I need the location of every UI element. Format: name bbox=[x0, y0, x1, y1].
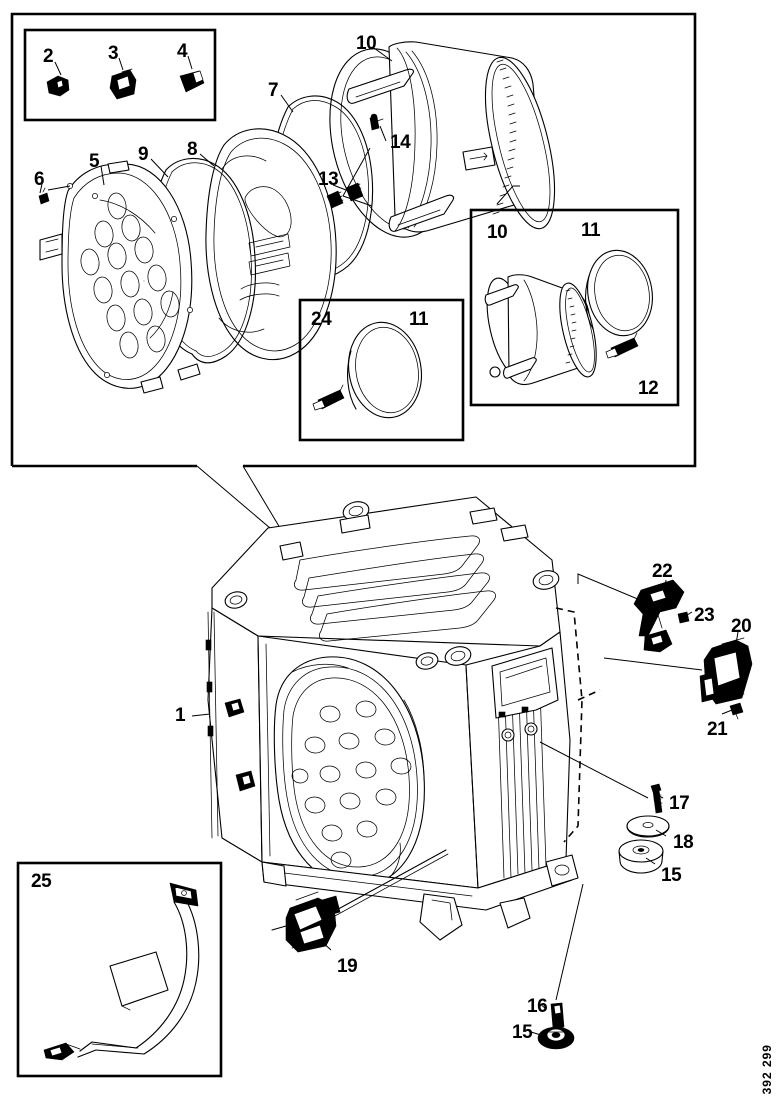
callout-20: 20 bbox=[731, 616, 752, 637]
sheet-reference-number: 392 299 bbox=[760, 1043, 774, 1094]
part-3-clip bbox=[109, 68, 137, 100]
top-mount-eyes bbox=[224, 501, 560, 670]
callout-10-inset: 10 bbox=[487, 222, 508, 243]
part-25-hose-assembly bbox=[43, 882, 200, 1061]
callout-14: 14 bbox=[390, 132, 411, 153]
callout-15-upper: 15 bbox=[661, 865, 682, 886]
part-19-sensor-module bbox=[271, 891, 341, 953]
part-22-bracket bbox=[633, 579, 685, 653]
main-leaders bbox=[191, 573, 739, 1036]
part-1-housing bbox=[205, 496, 601, 941]
part-6-fastener bbox=[38, 187, 50, 205]
callout-11-inset24: 11 bbox=[409, 309, 429, 330]
part-15-rubber-mount-lower bbox=[537, 1026, 575, 1050]
top-frame-leaders bbox=[39, 47, 393, 207]
callout-23: 23 bbox=[694, 605, 715, 626]
part-14-stud bbox=[369, 113, 384, 131]
callout-8: 8 bbox=[187, 139, 198, 160]
part-8-front-bulkhead bbox=[205, 128, 337, 361]
top-assembly-frame bbox=[10, 12, 697, 468]
callout-24: 24 bbox=[311, 309, 332, 330]
callout-10: 10 bbox=[356, 33, 377, 54]
part-11-seal-ring-detail bbox=[347, 321, 422, 419]
part-20-mount-bracket bbox=[699, 637, 753, 705]
callout-2: 2 bbox=[43, 46, 54, 67]
clips-box bbox=[23, 28, 217, 122]
callout-12: 12 bbox=[638, 378, 659, 399]
callout-5: 5 bbox=[89, 151, 100, 172]
callout-11-inset: 11 bbox=[581, 220, 601, 241]
part-13-retaining-clips bbox=[326, 182, 364, 209]
part-2-clip bbox=[46, 75, 70, 97]
inset-part-11-ring bbox=[584, 249, 653, 337]
part-4-clip bbox=[179, 70, 205, 93]
part-10-drum bbox=[329, 41, 556, 238]
callout-9: 9 bbox=[138, 144, 149, 165]
rear-window bbox=[491, 647, 559, 719]
callout-13: 13 bbox=[318, 169, 339, 190]
part-21-bolt bbox=[729, 702, 744, 720]
front-clips bbox=[224, 698, 256, 792]
top-assembly-contents bbox=[23, 28, 556, 394]
callout-25: 25 bbox=[31, 871, 52, 892]
front-opening bbox=[273, 656, 425, 887]
hidden-edge-dashed bbox=[555, 607, 601, 843]
callout-21: 21 bbox=[707, 719, 728, 740]
callout-3: 3 bbox=[108, 43, 119, 64]
callout-6: 6 bbox=[34, 169, 45, 190]
part-12-applicator-icon bbox=[312, 384, 345, 411]
part-23-bolt bbox=[677, 611, 690, 624]
part-17-bolt bbox=[650, 783, 663, 814]
inset-box-25 bbox=[16, 861, 223, 1078]
inset-part-12-applicator-icon bbox=[605, 332, 639, 359]
callout-18: 18 bbox=[673, 832, 694, 853]
callout-4: 4 bbox=[177, 41, 188, 62]
inset-box-right bbox=[469, 185, 680, 407]
part-15-rubber-mount-upper bbox=[618, 839, 664, 874]
part-16-mount-pin bbox=[550, 1002, 565, 1029]
callout-19: 19 bbox=[337, 956, 358, 977]
callout-22: 22 bbox=[652, 561, 673, 582]
part-5-perforated-cover bbox=[39, 160, 201, 394]
callout-16: 16 bbox=[527, 996, 548, 1017]
callout-1: 1 bbox=[175, 705, 186, 726]
callout-17: 17 bbox=[669, 793, 690, 814]
inset-part-10-drum bbox=[484, 274, 597, 386]
inset-box-24 bbox=[298, 298, 465, 442]
callout-7: 7 bbox=[268, 80, 279, 101]
main-assembly bbox=[191, 465, 753, 1050]
callout-15-lower: 15 bbox=[512, 1022, 533, 1043]
